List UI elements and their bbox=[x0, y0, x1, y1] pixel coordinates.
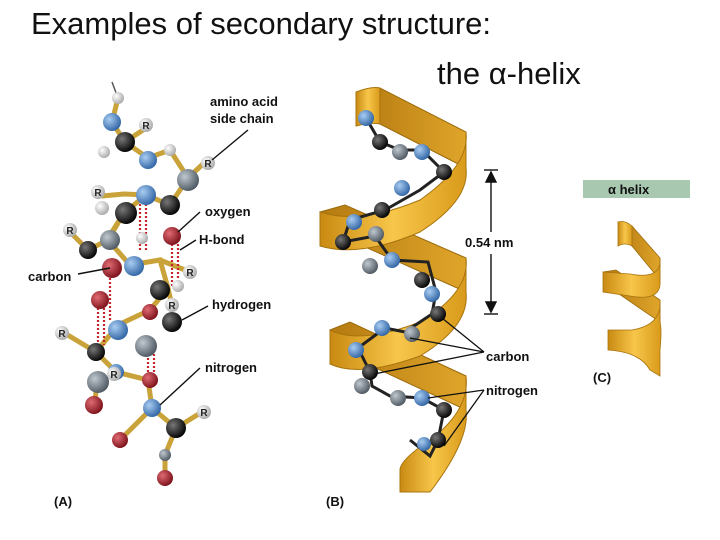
panel-c-small-helix: α helix (C) bbox=[583, 180, 690, 385]
svg-text:R: R bbox=[66, 226, 74, 237]
panel-a-r-groups: R R R R R R R R R bbox=[55, 118, 215, 419]
panel-a-id: (A) bbox=[54, 494, 72, 509]
title-line-1: Examples of secondary structure: bbox=[31, 6, 492, 41]
svg-text:R: R bbox=[200, 408, 208, 419]
label-carbon-a: carbon bbox=[28, 269, 71, 284]
panel-c-header-bg bbox=[583, 180, 690, 198]
panel-a-bonds bbox=[63, 95, 208, 481]
label-carbon-b: carbon bbox=[486, 349, 529, 364]
svg-text:R: R bbox=[110, 370, 118, 381]
label-amino-acid: amino acid bbox=[210, 94, 278, 109]
label-nitrogen-a: nitrogen bbox=[205, 360, 257, 375]
label-pitch: 0.54 nm bbox=[465, 235, 513, 250]
panel-b-atoms bbox=[335, 110, 452, 451]
svg-text:R: R bbox=[94, 188, 102, 199]
label-hydrogen: hydrogen bbox=[212, 297, 271, 312]
svg-text:R: R bbox=[142, 121, 150, 132]
svg-text:R: R bbox=[168, 301, 176, 312]
panel-c-header: α helix bbox=[608, 182, 650, 197]
panel-a-atoms bbox=[79, 92, 199, 486]
panel-a-leaders bbox=[77, 129, 249, 406]
label-oxygen: oxygen bbox=[205, 204, 251, 219]
svg-text:R: R bbox=[58, 329, 66, 340]
label-nitrogen-b: nitrogen bbox=[486, 383, 538, 398]
label-side-chain: side chain bbox=[210, 111, 274, 126]
panel-c-id: (C) bbox=[593, 370, 611, 385]
panel-b-leaders bbox=[373, 317, 485, 447]
svg-text:R: R bbox=[204, 159, 212, 170]
panel-b-id: (B) bbox=[326, 494, 344, 509]
label-hbond: H-bond bbox=[199, 232, 245, 247]
svg-text:R: R bbox=[186, 268, 194, 279]
panel-b-ribbon-helix: 0.54 nm carbon nitrogen (B) bbox=[319, 87, 538, 509]
title-line-2: the α-helix bbox=[437, 56, 581, 91]
panel-a-labels: amino acid side chain oxygen H-bond carb… bbox=[28, 94, 278, 509]
panel-a-ball-and-stick: R R R R R R R R R amino acid side chain … bbox=[28, 81, 278, 509]
panel-b-pitch-marker bbox=[484, 169, 498, 315]
panel-c-ribbon-front bbox=[602, 221, 662, 377]
